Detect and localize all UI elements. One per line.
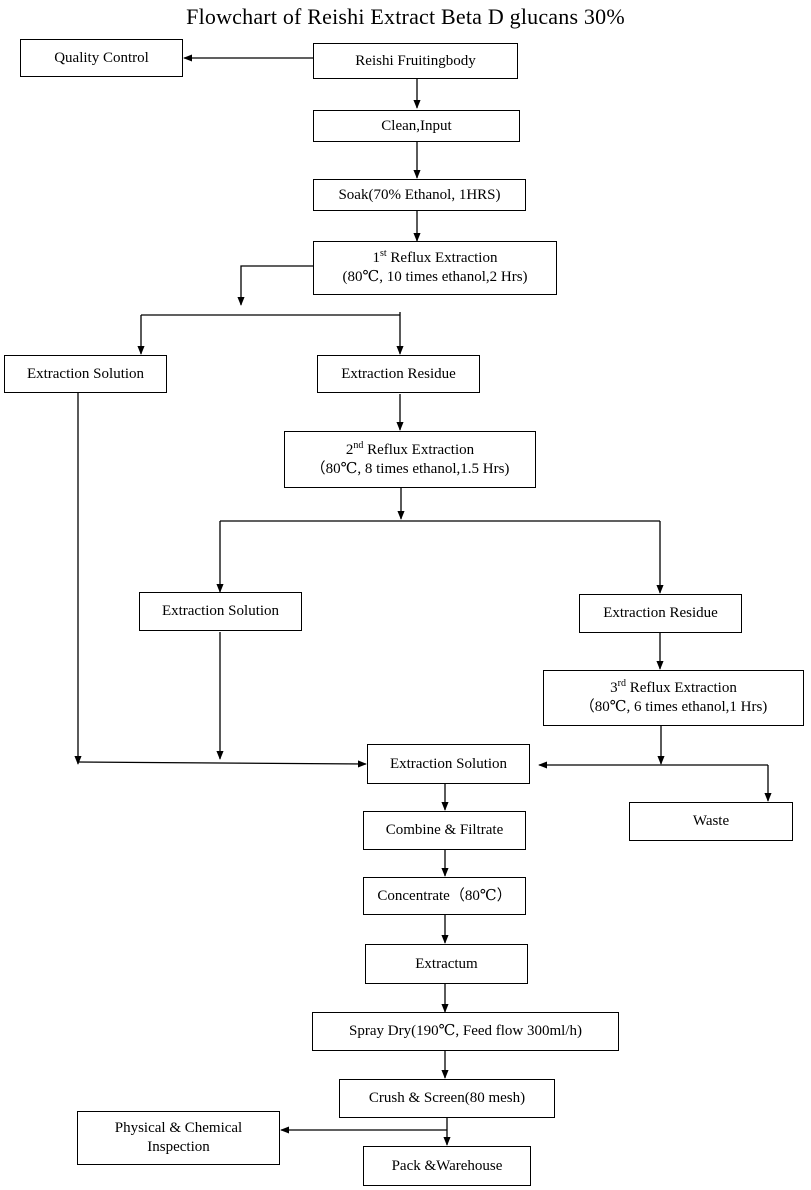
extraction-residue-2-box: Extraction Residue [579, 594, 742, 633]
spray-dry-label: Spray Dry(190℃, Feed flow 300ml/h) [349, 1023, 582, 1039]
waste-label: Waste [692, 813, 730, 829]
pack-warehouse-box: Pack &Warehouse [363, 1146, 531, 1186]
reishi-fruitingbody-box: Reishi Fruitingbody [313, 43, 518, 79]
arrow-left-into-solution [77, 760, 367, 768]
extraction-solution-2-box: Extraction Solution [139, 592, 302, 631]
flowchart-title: Flowchart of Reishi Extract Beta D gluca… [186, 4, 625, 29]
concentrate-box: Concentrate（80℃） [363, 877, 526, 915]
extraction-residue-1-label: Extraction Residue [341, 365, 456, 382]
quality-control-box: Quality Control [20, 39, 183, 77]
waste-box: Waste [629, 802, 793, 841]
concentrate-label: Concentrate（80℃） [377, 887, 512, 904]
extractum-box: Extractum [365, 944, 528, 984]
extraction-solution-1-label: Extraction Solution [26, 365, 145, 382]
clean-input-label: Clean,Input [381, 117, 452, 134]
combine-filtrate-label: Combine & Filtrate [385, 822, 504, 838]
inspection-box: Physical & Chemical Inspection [77, 1111, 280, 1165]
reflux3-title: 3rd Reflux Extraction [610, 678, 737, 697]
extraction-solution-1-box: Extraction Solution [4, 355, 167, 393]
arrow-reflux1-outlet [237, 265, 313, 306]
reflux3-box: 3rd Reflux Extraction （80℃, 6 times etha… [543, 670, 804, 726]
clean-input-box: Clean,Input [313, 110, 520, 142]
crush-screen-label: Crush & Screen(80 mesh) [368, 1090, 526, 1106]
combine-filtrate-box: Combine & Filtrate [363, 811, 526, 850]
reflux2-params: （80℃, 8 times ethanol,1.5 Hrs) [310, 460, 510, 477]
reflux2-box: 2nd Reflux Extraction （80℃, 8 times etha… [284, 431, 536, 488]
extractum-label: Extractum [415, 955, 478, 972]
inspection-line1: Physical & Chemical [114, 1120, 243, 1136]
extraction-solution-2-label: Extraction Solution [161, 603, 280, 619]
soak-box: Soak(70% Ethanol, 1HRS) [313, 179, 526, 211]
reflux1-box: 1st Reflux Extraction (80℃, 10 times eth… [313, 241, 557, 295]
reflux1-title: 1st Reflux Extraction [372, 248, 498, 267]
pack-warehouse-label: Pack &Warehouse [391, 1157, 503, 1174]
reflux1-params: (80℃, 10 times ethanol,2 Hrs) [342, 269, 528, 285]
extraction-residue-1-box: Extraction Residue [317, 355, 480, 393]
quality-control-label: Quality Control [54, 49, 149, 66]
reflux2-title: 2nd Reflux Extraction [345, 439, 475, 458]
crush-screen-box: Crush & Screen(80 mesh) [339, 1079, 555, 1118]
reishi-fruitingbody-label: Reishi Fruitingbody [355, 52, 476, 69]
extraction-residue-2-label: Extraction Residue [603, 605, 718, 621]
spray-dry-box: Spray Dry(190℃, Feed flow 300ml/h) [312, 1012, 619, 1051]
extraction-solution-main-label: Extraction Solution [389, 755, 508, 772]
reflux3-params: （80℃, 6 times ethanol,1 Hrs) [579, 699, 768, 715]
extraction-solution-main-box: Extraction Solution [367, 744, 530, 784]
soak-label: Soak(70% Ethanol, 1HRS) [338, 186, 501, 203]
inspection-line2: Inspection [147, 1139, 210, 1155]
